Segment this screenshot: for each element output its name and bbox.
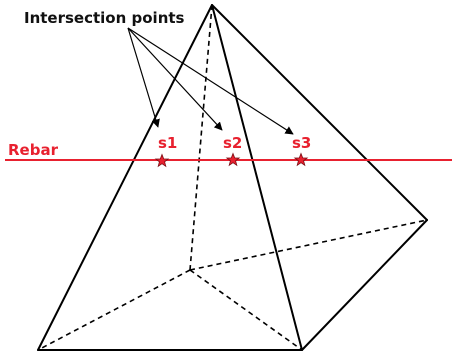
arrow-to-s2 — [127, 27, 223, 131]
hidden-edge-back-front-right — [189, 269, 303, 351]
star-marker-s1 — [154, 153, 170, 168]
star-marker-s2 — [225, 152, 241, 167]
edge-base-right — [301, 219, 428, 351]
intersection-points-label: Intersection points — [24, 9, 185, 27]
pyramid-visible-edges — [37, 4, 428, 351]
hidden-edge-back-right — [189, 219, 428, 271]
hidden-edge-apex-back — [189, 4, 213, 271]
arrow-to-s1 — [127, 27, 160, 128]
edge-apex-right — [211, 4, 428, 221]
star-marker-s3 — [293, 152, 309, 167]
s3-label: s3 — [292, 134, 311, 152]
rebar-label: Rebar — [8, 141, 59, 159]
edge-apex-front-left — [37, 4, 213, 351]
hidden-edge-back-left — [37, 269, 191, 351]
pointer-arrows — [127, 27, 294, 135]
s2-label: s2 — [223, 134, 242, 152]
intersection-markers — [154, 152, 309, 168]
arrow-to-s3 — [127, 27, 294, 135]
pyramid-hidden-edges — [37, 4, 428, 351]
s1-label: s1 — [158, 134, 177, 152]
edge-apex-front-right — [211, 4, 303, 351]
